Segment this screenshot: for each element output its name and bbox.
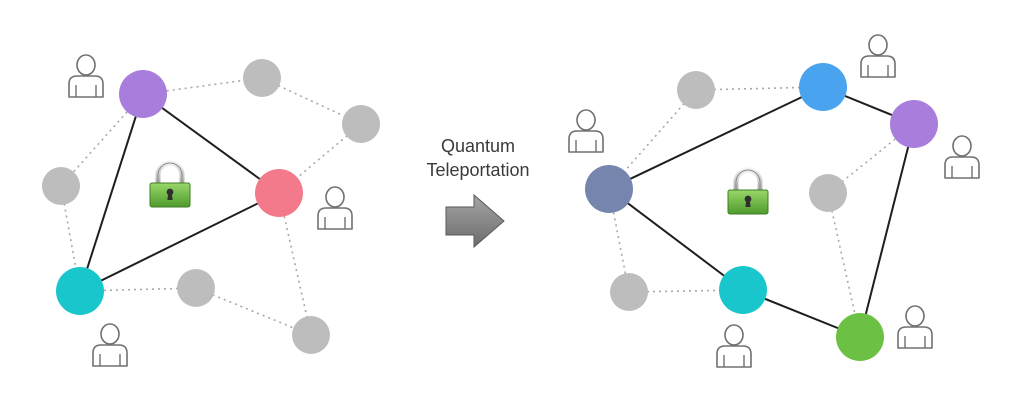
grey-node	[42, 167, 80, 205]
right-arrow-icon	[445, 193, 505, 249]
left-entangled-triangle	[79, 93, 280, 292]
dotted-edge	[60, 93, 144, 187]
pink-node	[255, 169, 303, 217]
person-icon	[568, 109, 604, 153]
grey-node	[677, 71, 715, 109]
solid-edge	[79, 93, 144, 292]
solid-edge	[142, 93, 280, 194]
grey-node	[342, 105, 380, 143]
cyan-node	[56, 267, 104, 315]
solid-edge	[608, 86, 824, 190]
padlock-icon	[150, 163, 190, 207]
grey-node	[610, 273, 648, 311]
person-icon	[92, 323, 128, 367]
person-icon	[317, 186, 353, 230]
padlock-icon	[728, 170, 768, 214]
purple-node	[119, 70, 167, 118]
dotted-edge	[628, 289, 744, 293]
dotted-edge	[278, 192, 312, 336]
person-icon	[944, 135, 980, 179]
purple-node	[890, 100, 938, 148]
caption-line-2: Teleportation	[426, 160, 530, 180]
person-icon	[897, 305, 933, 349]
green-node	[836, 313, 884, 361]
solid-edge	[608, 188, 744, 291]
caption-line-1: Quantum	[440, 136, 516, 156]
grey-node	[177, 269, 215, 307]
dotted-edge	[142, 77, 263, 95]
teleportation-caption: Quantum Teleportation	[418, 134, 538, 182]
dotted-edge	[195, 287, 312, 336]
solid-edge	[79, 192, 280, 292]
grey-node	[809, 174, 847, 212]
person-icon	[860, 34, 896, 78]
sky-blue-node	[799, 63, 847, 111]
right-nodes	[585, 63, 938, 361]
person-icon	[68, 54, 104, 98]
grey-node	[292, 316, 330, 354]
slate-blue-node	[585, 165, 633, 213]
person-icon	[716, 324, 752, 368]
cyan-node	[719, 266, 767, 314]
solid-edge	[859, 123, 915, 338]
grey-node	[243, 59, 281, 97]
dotted-edge	[827, 192, 861, 338]
left-nodes	[42, 59, 380, 354]
